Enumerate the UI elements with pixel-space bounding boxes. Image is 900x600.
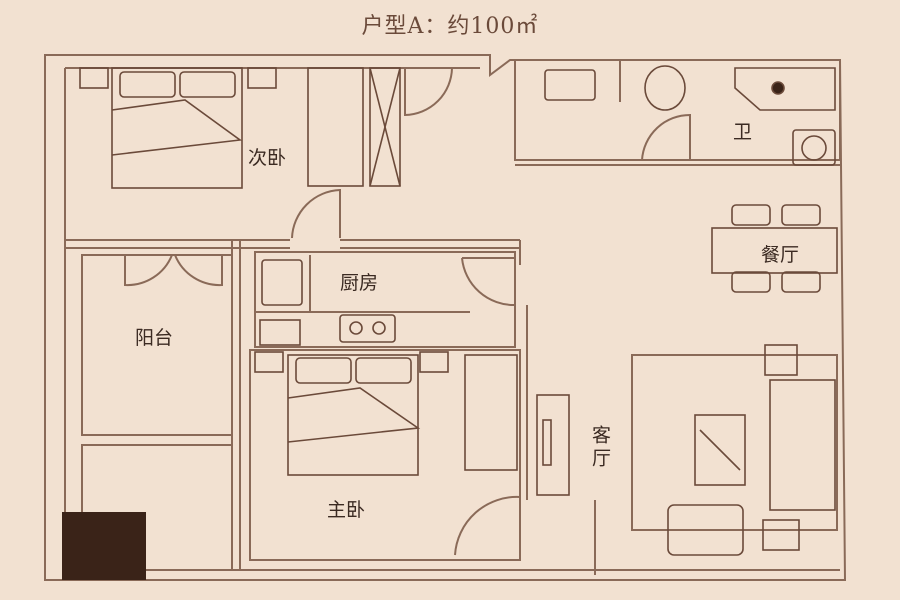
room-label-secondary-bedroom: 次卧: [248, 147, 287, 169]
door-kitchen: [461, 257, 516, 307]
wardrobe-secondary: [307, 67, 364, 187]
washer: [792, 129, 836, 166]
side-lamp-top: [764, 344, 798, 376]
wardrobe-secondary-2: [369, 67, 401, 187]
bed-secondary: [111, 67, 243, 189]
bathroom-outline: [514, 59, 841, 161]
door-master: [454, 495, 521, 556]
chair-1: [731, 204, 771, 226]
lower-storage-outline: [81, 444, 233, 571]
shower: [734, 67, 836, 111]
dining-table: [711, 227, 838, 274]
side-lamp-bottom: [762, 519, 800, 551]
pillow-master-1: [295, 357, 352, 384]
chair-3: [731, 271, 771, 293]
blanket-fold-secondary: [111, 99, 243, 156]
chair-4: [781, 271, 821, 293]
shower-drain: [771, 81, 785, 95]
blanket-fold-master: [287, 387, 421, 443]
room-label-kitchen: 厨房: [340, 272, 379, 294]
master-bedroom-outline: [249, 349, 521, 561]
balcony-outline: [81, 254, 233, 436]
living-area-outline: [631, 354, 838, 531]
sink: [261, 259, 303, 306]
nightstand-secondary-right: [247, 67, 277, 89]
tv-cabinet: [536, 394, 570, 496]
door-balcony: [124, 254, 223, 287]
room-label-balcony: 阳台: [135, 327, 174, 349]
room-label-bathroom: 卫: [733, 121, 753, 143]
armchair: [667, 504, 744, 556]
coffee-table-glass: [699, 429, 741, 471]
washbasin: [544, 69, 596, 101]
dark-storage-block: [62, 512, 146, 580]
nightstand-secondary-left: [79, 67, 109, 89]
door-bath: [641, 113, 691, 161]
kitchen-outline: [254, 251, 516, 348]
door-secondary: [291, 188, 341, 239]
room-label-master-bedroom: 主卧: [327, 499, 366, 521]
outer-wall: [44, 54, 847, 581]
toilet: [644, 65, 686, 111]
bed-master: [287, 354, 419, 476]
stove: [339, 314, 396, 343]
outer-wall-inner: [64, 67, 840, 571]
burner-1: [349, 321, 363, 335]
pillow-secondary-2: [179, 71, 236, 98]
wardrobe-master: [464, 354, 518, 471]
tv: [542, 419, 552, 466]
burner-2: [372, 321, 386, 335]
door-entry: [404, 67, 453, 117]
nightstand-master-left: [254, 351, 284, 373]
pillow-master-2: [355, 357, 412, 384]
room-label-living-room: 客厅: [589, 425, 611, 471]
sofa: [769, 379, 836, 511]
washer-drum: [801, 135, 827, 161]
pillow-secondary-1: [119, 71, 176, 98]
chair-2: [781, 204, 821, 226]
fridge: [259, 319, 301, 346]
nightstand-master-right: [419, 351, 449, 373]
plan-title: 户型A：约100㎡: [361, 14, 539, 39]
coffee-table: [694, 414, 746, 486]
room-label-dining: 餐厅: [761, 244, 800, 266]
wardrobe-cross-2: [369, 67, 401, 187]
